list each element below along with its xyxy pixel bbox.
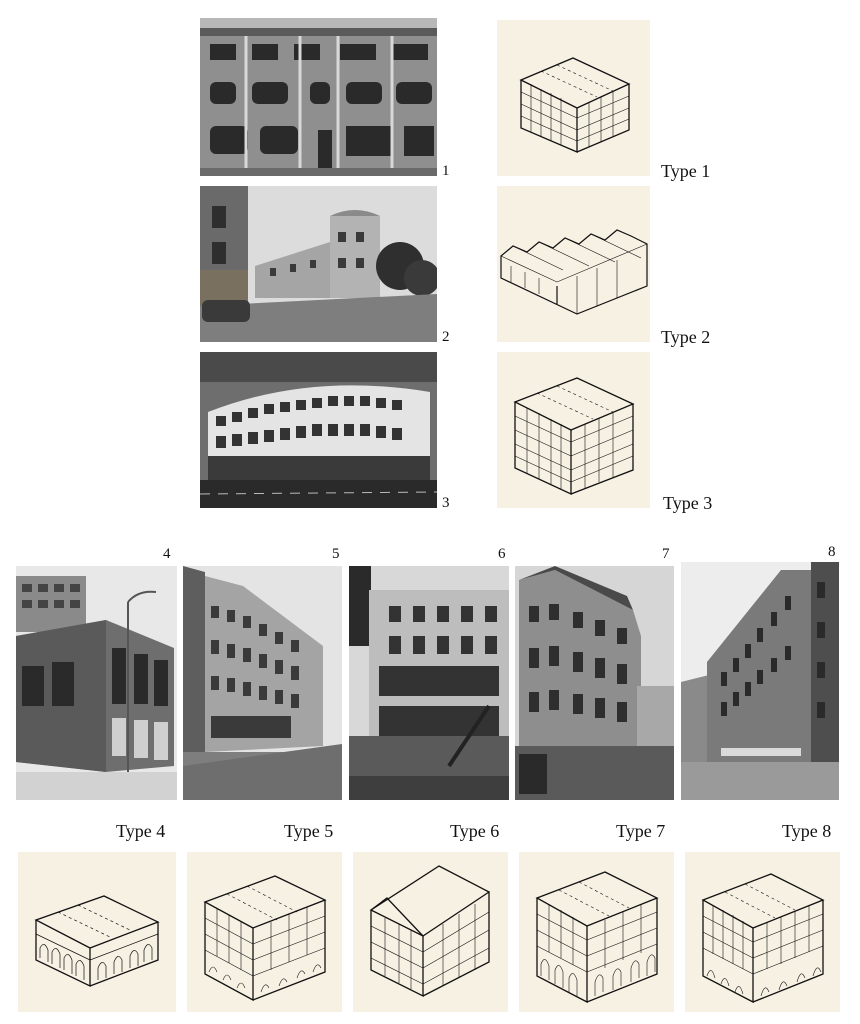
isometric-block-type-3 [513,377,635,496]
drawing-type-3 [497,352,650,508]
figure-number-1: 1 [442,163,450,179]
drawing-type-7 [519,852,674,1012]
photo-6-building-facade [349,566,509,800]
type-label-7: Type 7 [616,821,666,841]
drawing-type-4 [18,852,176,1012]
photo-7 [515,566,674,800]
isometric-arcade-type-7 [535,871,659,1004]
isometric-arcade-type-8 [701,873,825,1004]
drawing-type-6 [353,852,508,1012]
type-label-4: Type 4 [116,821,166,841]
type-label-1: Type 1 [661,161,711,181]
type-label-5: Type 5 [284,821,334,841]
photo-4-corner-building [16,566,177,800]
type-label-8: Type 8 [782,821,832,841]
photo-7-ornate-corner-building [515,566,674,800]
photo-2-street-corner [200,186,437,342]
photo-4 [16,566,177,800]
isometric-sawtooth-type-2 [500,229,648,315]
drawing-type-2 [497,186,650,342]
photo-2 [200,186,437,342]
isometric-arcade-type-4 [34,895,160,988]
photo-8-street-row [681,562,839,800]
photo-1 [200,18,437,176]
photo-5-long-building [183,566,342,800]
photo-3-corner-office-building [200,352,437,508]
isometric-block-type-1 [519,57,631,153]
drawing-type-8 [685,852,840,1012]
drawing-type-5 [187,852,342,1012]
figure-number-2: 2 [442,329,450,345]
photo-5 [183,566,342,800]
type-label-6: Type 6 [450,821,500,841]
isometric-arcade-tall-type-5 [203,875,327,1002]
figure-number-7: 7 [662,546,670,562]
isometric-gable-type-6 [369,865,491,998]
type-label-2: Type 2 [661,327,711,347]
figure-number-5: 5 [332,546,340,562]
photo-8 [681,562,839,800]
photo-6 [349,566,509,800]
figure-number-6: 6 [498,546,506,562]
type-label-3: Type 3 [663,493,713,513]
figure-number-4: 4 [163,546,171,562]
drawing-type-1 [497,20,650,176]
figure-number-8: 8 [828,544,836,560]
photo-1-building [200,18,437,176]
photo-3 [200,352,437,508]
figure-number-3: 3 [442,495,450,511]
